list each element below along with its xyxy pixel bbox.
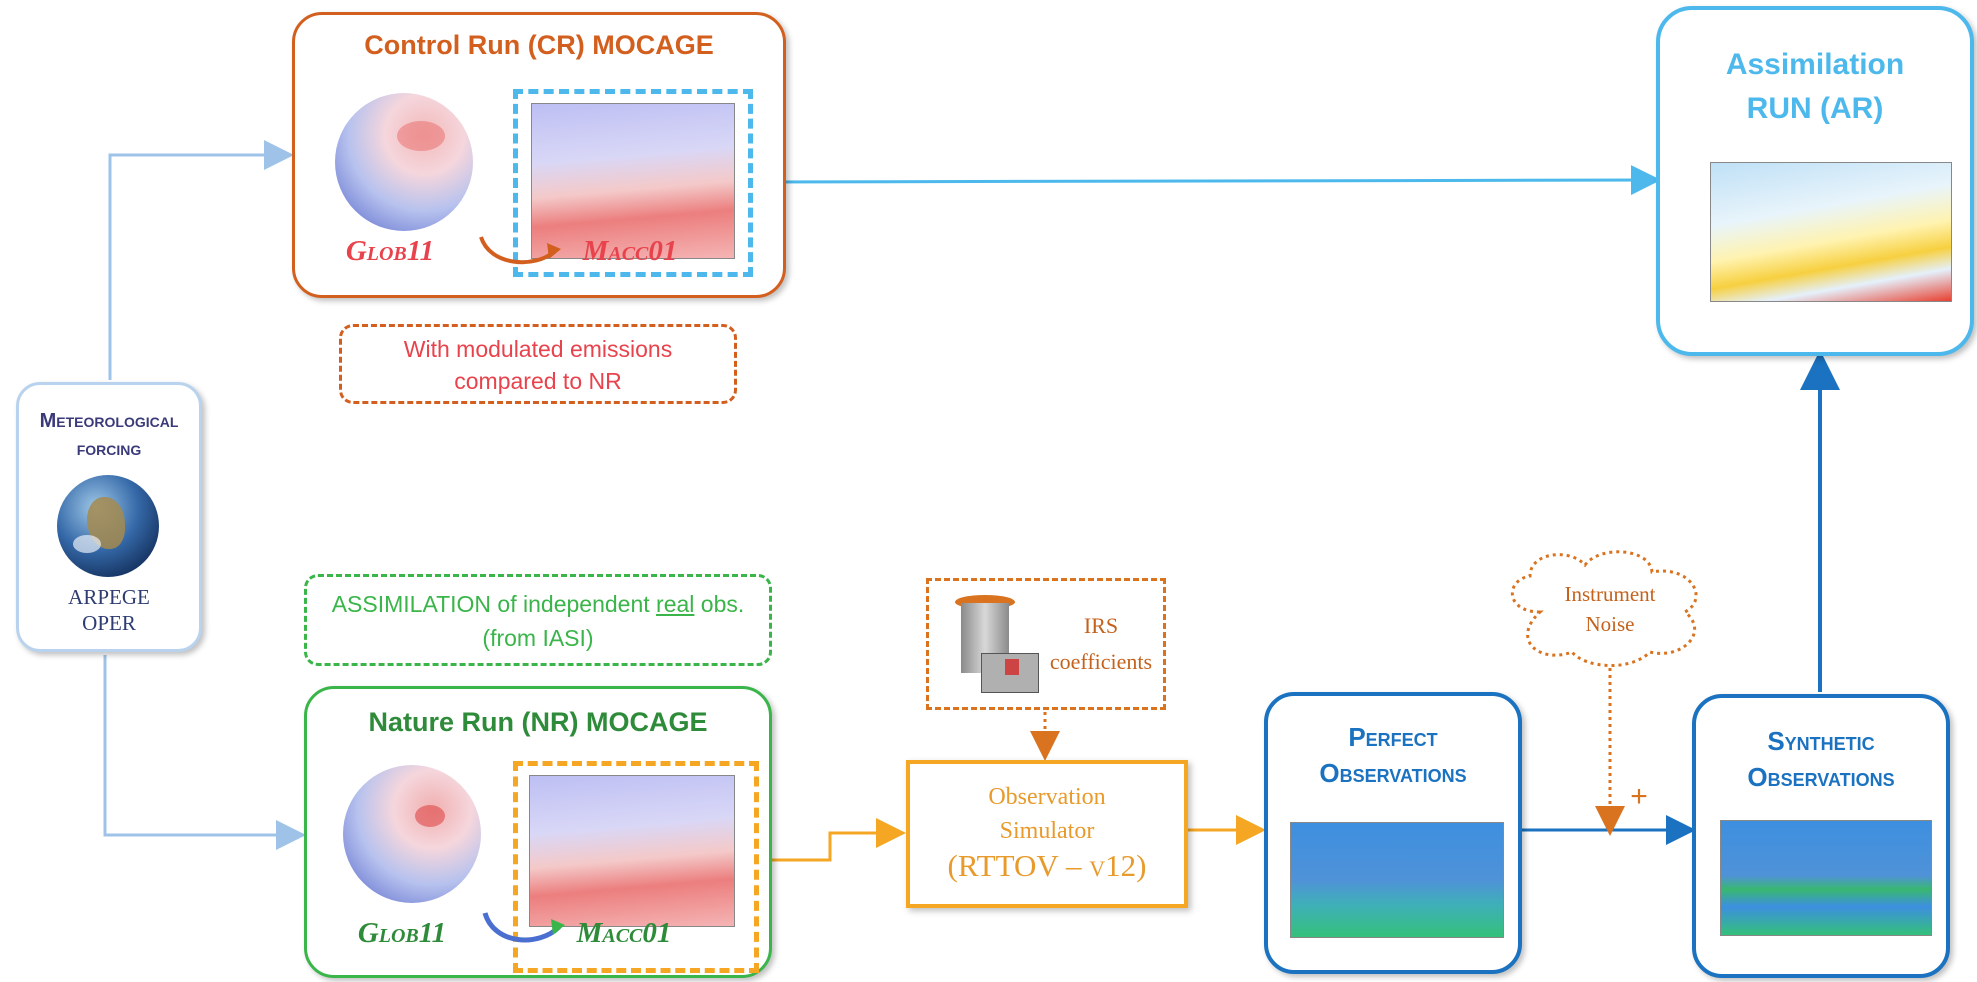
- simulator-line2: Simulator: [999, 818, 1095, 844]
- earth-globe-icon: [57, 475, 159, 577]
- perfect-obs-line1: Perfect: [1348, 722, 1438, 752]
- nature-run-note: ASSIMILATION of independent real obs. (f…: [304, 574, 772, 666]
- cr-global-globe: [335, 93, 473, 231]
- met-forcing-box: Meteorological forcing ARPEGE OPER: [16, 382, 202, 652]
- assimilation-run-box: Assimilation RUN (AR): [1656, 6, 1974, 356]
- control-run-box: Control Run (CR) MOCAGE Glob11 Macc01: [292, 12, 786, 298]
- nr-regional-map: [529, 775, 735, 927]
- nature-note-real: real: [656, 591, 695, 617]
- synthetic-observations-box: Synthetic Observations: [1692, 694, 1950, 978]
- control-run-title: Control Run (CR) MOCAGE: [364, 30, 714, 60]
- perfect-obs-line2: Observations: [1319, 758, 1467, 788]
- nr-macc-label: Macc01: [576, 917, 672, 949]
- irs-coefficients-box: IRS coefficients: [926, 578, 1166, 710]
- simulator-line3: (RTTOV – v12): [947, 848, 1147, 883]
- simulator-line1: Observation: [988, 784, 1106, 810]
- nr-global-globe: [343, 765, 481, 903]
- noise-line2: Noise: [1585, 612, 1635, 636]
- met-forcing-title: Meteorological forcing: [39, 410, 179, 460]
- arrow-met-to-nr: [103, 655, 306, 850]
- nature-note-post: obs. (from IASI): [482, 591, 745, 651]
- assimilation-run-line1: Assimilation: [1725, 48, 1905, 81]
- cr-regional-domain: [513, 89, 753, 277]
- arrow-cr-to-ar: [757, 165, 1661, 196]
- perfect-obs-map: [1290, 822, 1504, 938]
- nr-nesting-arrow-icon: [482, 912, 565, 943]
- satellite-instrument-icon: [951, 595, 1043, 697]
- arrow-nr-to-simulator: [756, 818, 906, 862]
- cr-macc-label: Macc01: [582, 235, 678, 267]
- synthetic-obs-map: [1720, 820, 1932, 936]
- synthetic-obs-line2: Observations: [1747, 762, 1895, 792]
- cr-nesting-arrow-icon: [479, 236, 561, 265]
- met-forcing-line1: ARPEGE: [68, 585, 150, 609]
- nature-run-title: Nature Run (NR) MOCAGE: [368, 707, 708, 737]
- nature-run-note-text: ASSIMILATION of independent real obs. (f…: [317, 587, 759, 655]
- nr-glob-label: Glob11: [357, 917, 447, 949]
- noise-line1: Instrument: [1564, 582, 1656, 606]
- met-forcing-line2: OPER: [82, 611, 136, 635]
- nature-note-pre: ASSIMILATION of independent: [331, 591, 657, 617]
- plus-sign: +: [1630, 780, 1648, 813]
- synthetic-obs-line1: Synthetic: [1767, 726, 1875, 756]
- nr-regional-domain: [513, 761, 759, 973]
- cr-glob-label: Glob11: [345, 235, 435, 267]
- assimilation-run-map: [1710, 162, 1952, 302]
- arrow-met-to-cr: [108, 140, 294, 380]
- control-run-note: With modulated emissions compared to NR: [339, 324, 737, 404]
- irs-line1: IRS: [1083, 613, 1119, 638]
- cr-regional-map: [531, 103, 735, 259]
- noise-cloud: [1511, 550, 1698, 667]
- observation-simulator-box: Observation Simulator (RTTOV – v12): [906, 760, 1188, 908]
- irs-line2: coefficients: [1049, 649, 1153, 674]
- assimilation-run-line2: RUN (AR): [1746, 92, 1884, 125]
- control-run-note-text: With modulated emissions compared to NR: [403, 336, 673, 394]
- nature-run-box: Nature Run (NR) MOCAGE Glob11 Macc01: [304, 686, 772, 978]
- perfect-observations-box: Perfect Observations: [1264, 692, 1522, 974]
